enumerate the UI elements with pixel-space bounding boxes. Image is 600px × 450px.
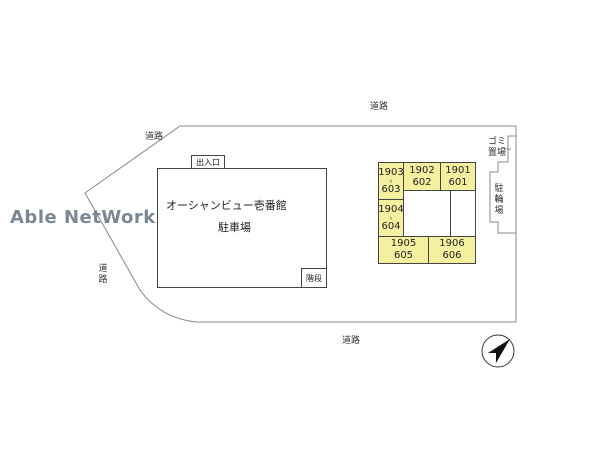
courtyard-right bbox=[450, 190, 476, 237]
entrance-box: 出入口 bbox=[191, 155, 225, 169]
entrance-label: 出入口 bbox=[196, 157, 220, 167]
road-label-bottom: 道路 bbox=[342, 336, 361, 346]
garbage-area-label: ゴミ 置場 bbox=[487, 137, 506, 158]
parking-name: オーシャンビュー壱番館 bbox=[166, 199, 287, 212]
parking-subtitle: 駐車場 bbox=[218, 221, 251, 234]
road-label-left: 道路 bbox=[98, 264, 108, 285]
stairs-box: 階段 bbox=[301, 268, 327, 288]
road-label-upper-left: 道路 bbox=[145, 132, 164, 142]
parking-lot: オーシャンビュー壱番館 駐車場 階段 bbox=[157, 168, 327, 288]
bicycle-parking-label: 駐輪場 bbox=[494, 184, 504, 216]
courtyard-left bbox=[403, 190, 451, 237]
compass-north-arrow-icon bbox=[481, 334, 515, 368]
road-label-top: 道路 bbox=[370, 102, 389, 112]
stairs-label: 階段 bbox=[306, 273, 322, 283]
watermark: Able NetWork bbox=[10, 207, 156, 228]
